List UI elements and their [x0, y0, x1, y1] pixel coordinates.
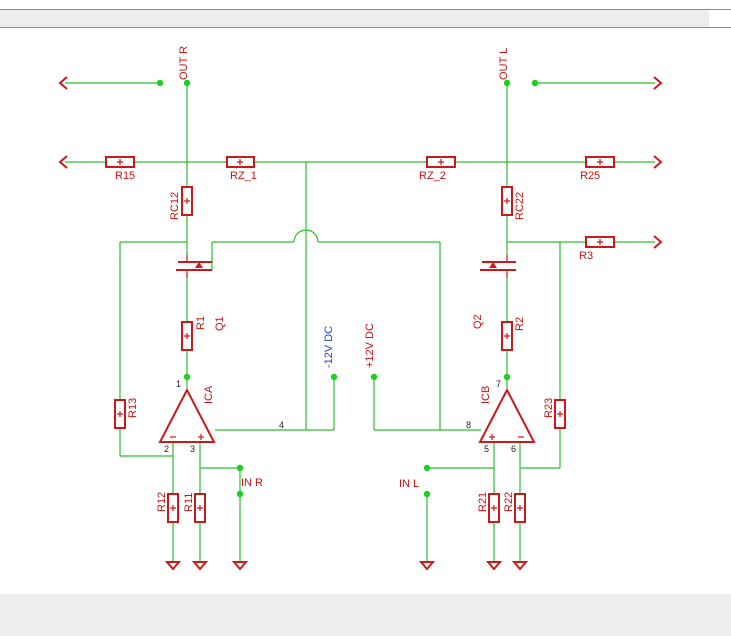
resistor-rc12[interactable] [181, 186, 193, 216]
label-q2: Q2 [472, 314, 484, 329]
junction-dot [156, 79, 164, 87]
junction-dot [236, 464, 244, 472]
label-r21: R21 [477, 492, 489, 512]
label-out-r: OUT R [178, 46, 190, 80]
label-in-l: IN L [399, 478, 419, 490]
ground-icon [231, 561, 249, 571]
junction-dot [531, 79, 539, 87]
pin-icb-7: 7 [496, 379, 501, 389]
junction-dot [370, 373, 378, 381]
ground-icon [418, 561, 436, 571]
junction-dot [183, 373, 191, 381]
resistor-r21[interactable] [488, 493, 500, 523]
pin-icb-6: 6 [511, 444, 516, 454]
resistor-rc22[interactable] [501, 186, 513, 216]
bottom-panel [0, 594, 731, 636]
label-r25: R25 [580, 170, 600, 182]
label-r3: R3 [579, 250, 593, 262]
resistor-r12[interactable] [167, 493, 179, 523]
label-q1: Q1 [214, 316, 226, 331]
resistor-rz2[interactable] [426, 156, 456, 168]
horizontal-resistors[interactable] [105, 156, 615, 248]
ground-icon [511, 561, 529, 571]
junction-dot [236, 490, 244, 498]
resistor-r15[interactable] [105, 156, 135, 168]
junctions [156, 79, 539, 498]
transistor-q1[interactable] [176, 255, 212, 278]
out-arrow-right [653, 76, 663, 90]
label-rc22: RC22 [514, 192, 526, 220]
label-r15: R15 [115, 170, 135, 182]
junction-dot [503, 79, 511, 87]
resistor-r23[interactable] [554, 399, 566, 429]
label-r23: R23 [543, 398, 555, 418]
pin-ica-3: 3 [190, 444, 195, 454]
window-corner [709, 10, 731, 27]
junction-dot [423, 464, 431, 472]
bus-arrow-right [653, 155, 663, 169]
ground-icon [164, 561, 182, 571]
labels: OUT R OUT L R15 RZ_1 RZ_2 R25 RC12 RC22 … [115, 46, 600, 512]
transistor-q2[interactable] [480, 255, 516, 278]
opamp-icb[interactable] [478, 387, 536, 443]
label-neg12v: -12V DC [323, 326, 335, 368]
junction-dot [423, 490, 431, 498]
label-r22: R22 [503, 492, 515, 512]
resistor-r13[interactable] [114, 399, 126, 429]
label-rz2: RZ_2 [419, 170, 446, 182]
vertical-resistors[interactable] [114, 186, 566, 523]
toolbar-divider [0, 9, 731, 10]
label-icb: ICB [480, 386, 492, 404]
label-pos12v: +12V DC [364, 323, 376, 368]
junction-dot [183, 79, 191, 87]
r3-arrow-right [653, 235, 663, 249]
label-r12: R12 [156, 492, 168, 512]
opamp-ica[interactable] [158, 387, 216, 443]
pin-ica-4: 4 [279, 420, 284, 430]
resistor-r1[interactable] [181, 321, 193, 351]
resistor-r22[interactable] [514, 493, 526, 523]
label-in-r: IN R [241, 477, 263, 489]
pin-ica-2: 2 [164, 444, 169, 454]
label-ica: ICA [203, 385, 215, 404]
bus-arrow-left [58, 155, 68, 169]
resistor-r3[interactable] [585, 236, 615, 248]
pin-ica-1: 1 [176, 379, 181, 389]
ground-icon [191, 561, 209, 571]
out-arrow-left [58, 76, 68, 90]
label-rc12: RC12 [169, 192, 181, 220]
label-r13: R13 [127, 398, 139, 418]
label-r11: R11 [183, 493, 195, 512]
ground-icon [485, 561, 503, 571]
label-r1: R1 [195, 316, 207, 330]
pin-icb-8: 8 [466, 420, 471, 430]
resistor-r25[interactable] [585, 156, 615, 168]
junction-dot [503, 373, 511, 381]
label-rz1: RZ_1 [230, 170, 257, 182]
toolbar-strip [0, 0, 731, 10]
label-r2: R2 [514, 317, 526, 331]
port-arrows [58, 76, 663, 249]
junction-dot [330, 373, 338, 381]
resistor-r2[interactable] [501, 321, 513, 351]
resistor-r11[interactable] [194, 493, 206, 523]
wires [65, 82, 655, 562]
resistor-rz1[interactable] [226, 156, 255, 168]
label-out-l: OUT L [498, 48, 510, 80]
pin-icb-5: 5 [484, 444, 489, 454]
ground-symbols [164, 561, 529, 571]
schematic-sheet[interactable] [0, 27, 731, 594]
